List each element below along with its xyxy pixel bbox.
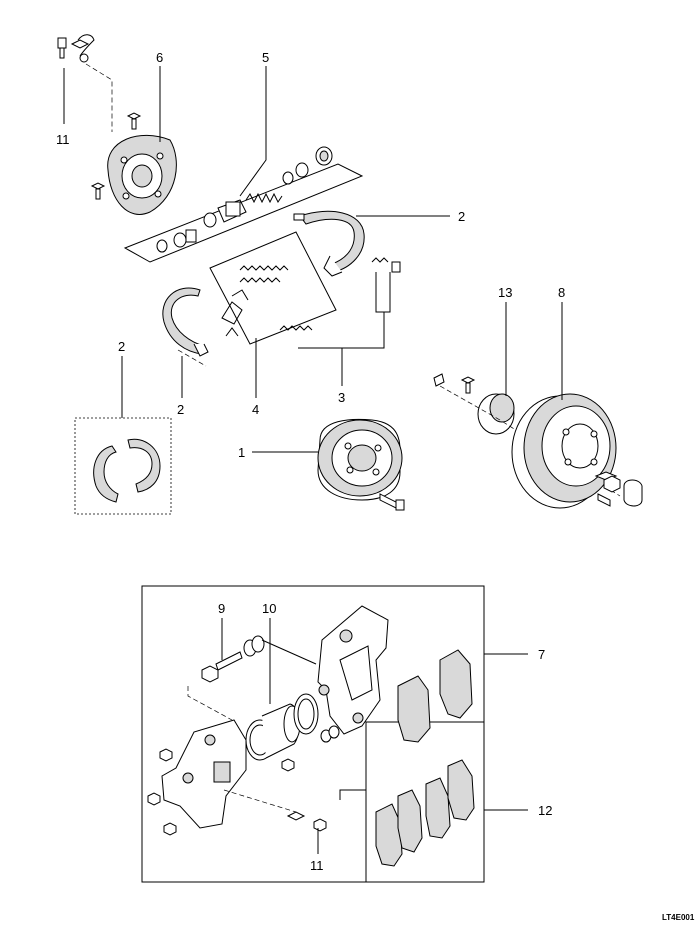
callout-2-inset: 2 bbox=[118, 339, 125, 354]
caliper-bolts bbox=[147, 748, 295, 836]
brake-disc bbox=[511, 393, 643, 509]
callout-12: 12 bbox=[538, 803, 552, 818]
backing-plate bbox=[107, 134, 177, 215]
bleeder-screw-bottom bbox=[286, 811, 327, 832]
callout-8: 8 bbox=[558, 285, 565, 300]
callout-1: 1 bbox=[238, 445, 245, 460]
callout-11-bottom: 11 bbox=[310, 858, 324, 873]
hold-down-pins bbox=[371, 257, 401, 313]
wheel-hub bbox=[433, 373, 515, 435]
guide-pin-bolt bbox=[201, 651, 243, 683]
callout-3: 3 bbox=[338, 390, 345, 405]
caliper-bracket bbox=[317, 605, 389, 735]
brake-shoe-left bbox=[162, 287, 209, 357]
wheel-cylinder-parts bbox=[156, 146, 333, 253]
callout-7: 7 bbox=[538, 647, 545, 662]
callout-6: 6 bbox=[156, 50, 163, 65]
diagram-code: LT4E001 bbox=[662, 913, 695, 922]
caliper-housing bbox=[161, 719, 247, 829]
shoe-hardware-parts bbox=[221, 265, 313, 337]
brake-pads-upper bbox=[397, 649, 473, 743]
callout-2-left-shoe: 2 bbox=[177, 402, 184, 417]
brake-drum bbox=[317, 418, 405, 511]
callout-10: 10 bbox=[262, 601, 276, 616]
callout-9: 9 bbox=[218, 601, 225, 616]
bleeder-bolt-top bbox=[57, 34, 95, 63]
wheel-cylinder-kit-box bbox=[123, 163, 364, 263]
callout-13: 13 bbox=[498, 285, 512, 300]
brake-shoe-right bbox=[293, 210, 365, 277]
leader-lines bbox=[63, 66, 563, 854]
shoe-kit-inset-parts bbox=[93, 438, 161, 503]
guide-pin-boots bbox=[243, 635, 265, 657]
piston-seals bbox=[245, 693, 319, 761]
shoe-hardware-box bbox=[209, 231, 337, 345]
bracket-bushings bbox=[320, 725, 340, 743]
callout-5: 5 bbox=[262, 50, 269, 65]
backing-plate-bolts bbox=[90, 112, 142, 200]
callout-2-right-shoe: 2 bbox=[458, 209, 465, 224]
callout-11-top: 11 bbox=[56, 132, 70, 147]
callout-4: 4 bbox=[252, 402, 259, 417]
shoe-kit-inset-box bbox=[74, 417, 172, 515]
brake-pads-kit bbox=[375, 759, 475, 867]
